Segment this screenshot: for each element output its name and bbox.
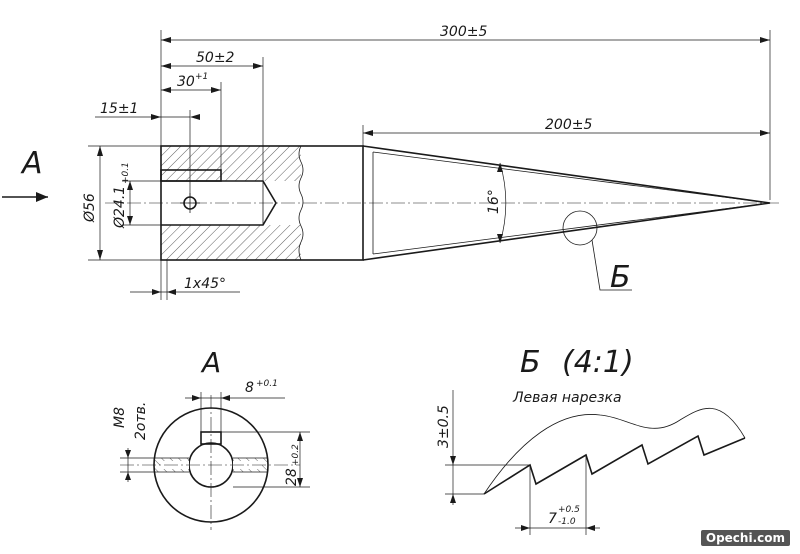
view-a-arrow-label: A [20, 146, 43, 181]
detail-circle [562, 210, 598, 246]
detail-break-outline [483, 407, 746, 495]
detail-callout-label: Б [610, 260, 631, 295]
view-a-title: A [200, 346, 221, 379]
dim-thread-pitch-tol-upper: +0.5 [558, 505, 580, 515]
thread-count: 2отв. [133, 402, 149, 440]
section-hatch-bottom [161, 225, 301, 260]
dim-bore-diameter-tol: +0.1 [121, 162, 131, 184]
dim-overall-length: 300±5 [440, 24, 487, 40]
view-a: A 8 +0.1 28 +0.2 [112, 346, 310, 530]
dim-chamfer: 1x45° [184, 276, 226, 292]
thread-spec: M8 [112, 407, 128, 428]
dim-cone-angle: 16° [486, 189, 502, 214]
dim-slot-width: 8 [245, 380, 254, 396]
dim-thread-pitch-tol-lower: -1.0 [558, 517, 576, 527]
dim-slot-width-tol: +0.1 [256, 379, 278, 389]
dim-slot-depth-tol: +1 [195, 72, 208, 82]
dim-slot-height-tol: +0.2 [291, 444, 301, 466]
thread-profile [483, 434, 746, 495]
dim-thread-pitch: 7 [548, 511, 557, 527]
dim-hole-position: 15±1 [100, 101, 138, 117]
detail-b: Б (4:1) Левая нарезка 3±0.5 7 +0.5 -1.0 [436, 345, 746, 535]
dim-thread-depth: 3±0.5 [436, 405, 452, 448]
main-view: Б A [2, 145, 780, 295]
detail-title: Б [520, 345, 541, 380]
dim-bore-diameter: Ø24.1 [112, 186, 128, 229]
detail-note: Левая нарезка [512, 390, 622, 406]
section-break-line [298, 145, 304, 261]
dim-slot-depth: 30 [177, 74, 195, 90]
detail-scale: (4:1) [562, 345, 634, 380]
dim-cone-length: 200±5 [545, 117, 592, 133]
dim-bore-depth: 50±2 [196, 50, 235, 66]
dim-outer-diameter: Ø56 [82, 193, 98, 223]
dimensions-main: 300±5 50±2 30 +1 15±1 200±5 Ø56 [82, 24, 771, 300]
watermark: Opechi.com [700, 530, 790, 546]
section-hatch-top [161, 146, 301, 181]
dim-slot-height: 28 [284, 468, 300, 486]
